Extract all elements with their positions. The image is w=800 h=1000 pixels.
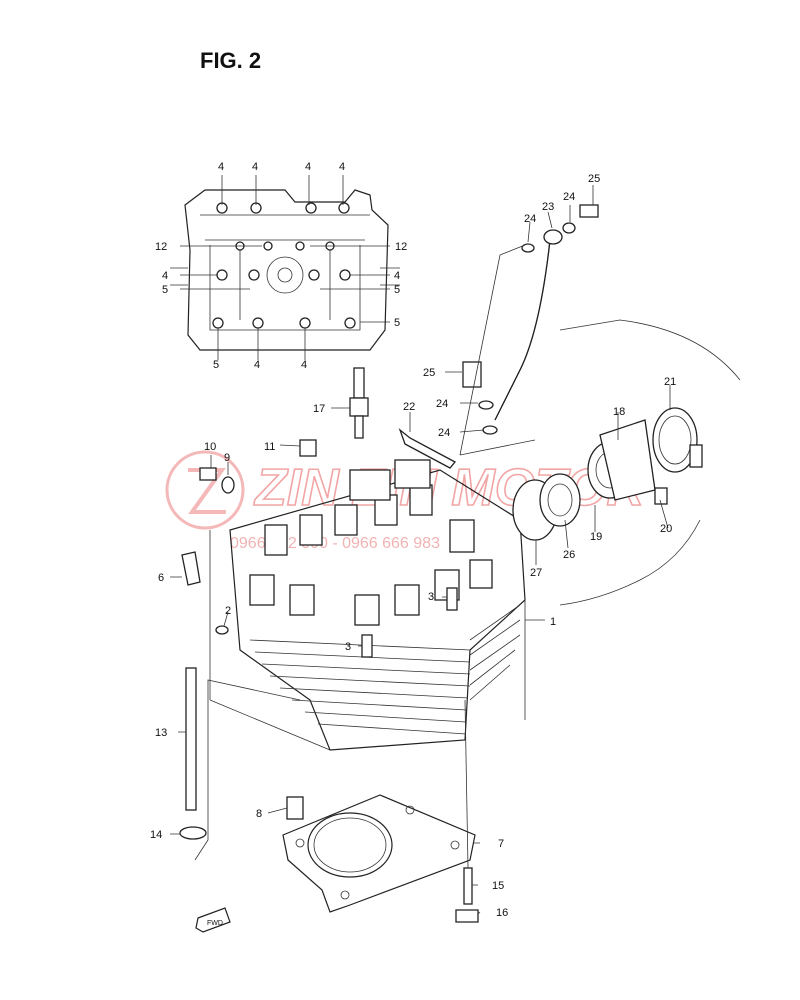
head-gasket	[282, 794, 476, 913]
oil-pipe	[459, 204, 599, 456]
callout-8: 8	[256, 808, 262, 820]
callouts: 1 2 3 3 4 4 4 4 4 4 4 4 5 5 5 5 6 7 8 9 …	[150, 161, 676, 919]
callout-26: 26	[563, 549, 575, 561]
callout-4b: 4	[252, 161, 258, 173]
callout-4g: 4	[254, 359, 260, 371]
head-cover-top-view	[170, 189, 400, 351]
callout-4c: 4	[305, 161, 311, 173]
leader-lines	[170, 175, 671, 915]
callout-25b: 25	[423, 367, 435, 379]
callout-14: 14	[150, 829, 162, 841]
callout-5d: 5	[213, 359, 219, 371]
callout-4f: 4	[394, 270, 400, 282]
callout-6: 6	[158, 572, 164, 584]
callout-4a: 4	[218, 161, 224, 173]
callout-15: 15	[492, 880, 504, 892]
spark-plug	[349, 367, 369, 439]
callout-11: 11	[264, 441, 275, 453]
callout-20: 20	[660, 523, 672, 535]
callout-19: 19	[590, 531, 602, 543]
callout-24b: 24	[524, 213, 536, 225]
callout-12a: 12	[155, 241, 167, 253]
callout-10: 10	[204, 441, 216, 453]
callout-24a: 24	[563, 191, 575, 203]
callout-9: 9	[224, 452, 230, 464]
callout-4d: 4	[339, 161, 345, 173]
callout-7: 7	[498, 838, 504, 850]
intake-assembly	[512, 319, 741, 606]
callout-3b: 3	[345, 641, 351, 653]
callout-16: 16	[496, 907, 508, 919]
callout-24d: 24	[438, 427, 450, 439]
callout-17: 17	[313, 403, 325, 415]
callout-5c: 5	[394, 317, 400, 329]
callout-13: 13	[155, 727, 167, 739]
callout-24c: 24	[436, 398, 448, 410]
figure-title: FIG. 2	[200, 48, 261, 73]
callout-25a: 25	[588, 173, 600, 185]
callout-23: 23	[542, 201, 554, 213]
callout-12b: 12	[395, 241, 407, 253]
callout-5b: 5	[394, 284, 400, 296]
callout-1: 1	[550, 616, 556, 628]
callout-3a: 3	[428, 591, 434, 603]
cylinder-head	[229, 459, 526, 751]
callout-5a: 5	[162, 284, 168, 296]
watermark-phone: 0966 222 000 - 0966 666 983	[230, 535, 440, 552]
callout-18: 18	[613, 406, 625, 418]
svg-text:FWD: FWD	[207, 920, 223, 927]
forward-arrow-icon: FWD	[195, 907, 231, 933]
callout-21: 21	[664, 376, 676, 388]
callout-27: 27	[530, 567, 542, 579]
callout-4h: 4	[301, 359, 307, 371]
callout-22: 22	[403, 401, 415, 413]
callout-2: 2	[225, 605, 231, 617]
callout-4e: 4	[162, 270, 168, 282]
